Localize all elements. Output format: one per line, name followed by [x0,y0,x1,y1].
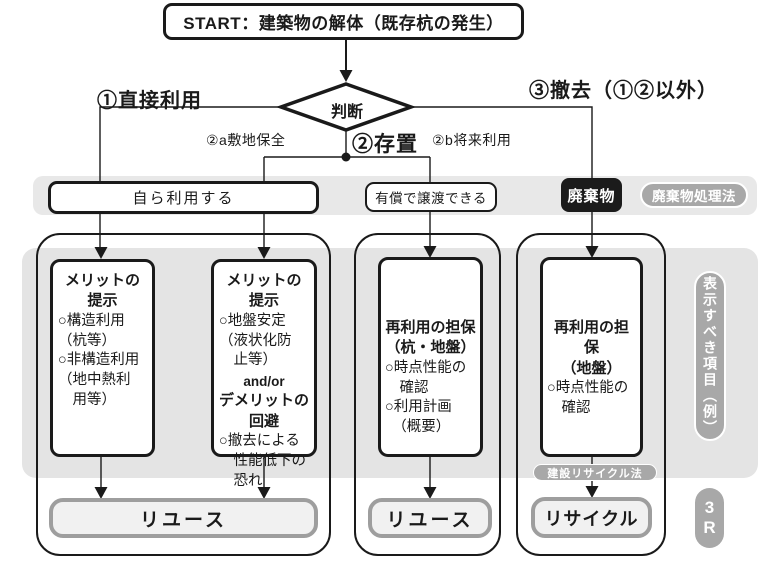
reuse-label: リユース [386,509,474,531]
use-self-label: 自ら利用する [132,190,235,207]
merit-box-ground: メリットの 提示 ○地盤安定 （液状化防 止等） and/or デメリットの 回… [211,259,317,489]
reuse-label: リユース [139,509,228,531]
use-self-box: 自ら利用する [48,181,319,214]
merit-title: メリットの 提示 [226,272,302,310]
branch-2-label: ②存置 [352,133,418,156]
andor-label: and/or [243,373,285,389]
display-items-side-label: 表示すべき項目（例） [694,271,726,441]
transfer-paid-label: 有償で譲渡できる [375,191,487,206]
reuse-output-mid: リユース [368,498,492,538]
guarantee-title: 再利用の担保 （杭・地盤） [385,319,476,357]
reuse-guarantee-box-ground: 再利用の担保 （地盤） ○時点性能の 確認 [540,257,643,457]
merit-body: ○構造利用 （杭等） ○非構造利用 （地中熱利 用等） [58,312,140,408]
construction-recycle-law-label: 建設リサイクル法 [547,467,643,480]
waste-law-label: 廃棄物処理法 [652,189,736,204]
branch-1-label: ①直接利用 [97,90,202,112]
branch-2a-label: ②a敷地保全 [206,132,286,148]
branch-2b-label: ②b将来利用 [432,132,512,148]
demerit-body: ○撤去による 性能低下の 恐れ [219,433,306,489]
start-label: START：建築物の解体（既存杭の発生） [183,14,504,33]
demerit-title: デメリットの 回避 [219,392,310,430]
transfer-paid-box: 有償で譲渡できる [365,182,497,212]
three-r-badge: 3 R [695,488,724,548]
decision-node-label: 判断 [330,104,363,121]
waste-label: 廃棄物 [567,187,616,205]
construction-recycle-law-pill: 建設リサイクル法 [533,464,657,481]
junction-dot [341,152,351,162]
guarantee-title: 再利用の担保 （地盤） [553,319,629,377]
merit-body: ○地盤安定 （液状化防 止等） [219,312,292,369]
reuse-guarantee-box-pile-ground: 再利用の担保 （杭・地盤） ○時点性能の 確認 ○利用計画 （概要） [378,257,483,457]
guarantee-body: ○時点性能の 確認 [547,380,629,416]
waste-box: 廃棄物 [561,178,622,212]
guarantee-body: ○時点性能の 確認 ○利用計画 （概要） [385,359,467,435]
branch-3-label: ③撤去（①②以外） [529,80,718,102]
recycle-label: リサイクル [544,508,639,529]
recycle-output: リサイクル [531,497,652,538]
waste-law-pill: 廃棄物処理法 [640,182,748,208]
reuse-output-left: リユース [49,498,318,538]
start-node: START：建築物の解体（既存杭の発生） [163,3,524,40]
merit-box-structural: メリットの 提示 ○構造利用 （杭等） ○非構造利用 （地中熱利 用等） [50,259,155,457]
merit-title: メリットの 提示 [64,272,140,310]
